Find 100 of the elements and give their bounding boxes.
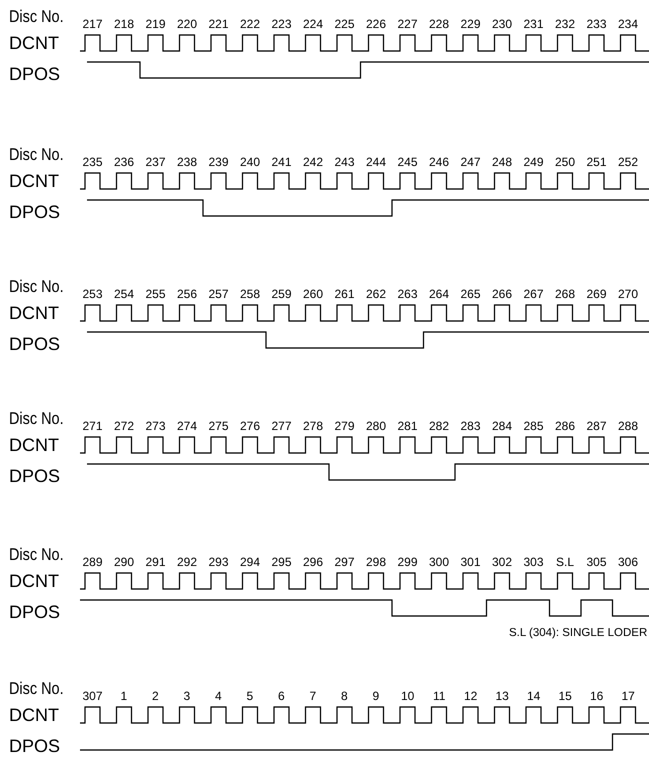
disc-number: 238	[177, 156, 198, 168]
disc-number: 300	[429, 556, 450, 568]
disc-number: 254	[114, 288, 134, 300]
disc-number: 242	[303, 156, 324, 168]
disc-number: 282	[429, 420, 450, 432]
disc-number: 292	[177, 556, 198, 568]
signal-name: DCNT	[9, 34, 59, 52]
disc-number: 256	[177, 288, 198, 300]
disc-number: 225	[334, 18, 355, 30]
disc-number: 3	[184, 690, 190, 702]
disc-number: 229	[460, 18, 481, 30]
disc-number: 303	[524, 556, 544, 568]
disc-number: 226	[366, 18, 386, 30]
row-label: Disc No.	[9, 146, 64, 163]
disc-number: 267	[524, 288, 544, 300]
disc-number: 218	[114, 18, 134, 30]
disc-number: 252	[618, 156, 638, 168]
disc-number: 257	[208, 288, 229, 300]
disc-number: 9	[372, 690, 380, 702]
disc-number: 8	[341, 690, 348, 702]
disc-number: 4	[215, 690, 222, 702]
row-label: Disc No.	[9, 278, 64, 295]
disc-number: 287	[586, 420, 607, 432]
disc-number: 237	[146, 156, 166, 168]
footnote: S.L (304): SINGLE LODER	[509, 628, 648, 640]
disc-number: 220	[177, 18, 198, 30]
disc-number: 244	[366, 156, 386, 168]
disc-number: 258	[240, 288, 260, 300]
disc-number: 15	[558, 690, 572, 702]
disc-number: 7	[310, 690, 316, 702]
signal-name: DPOS	[9, 467, 60, 485]
disc-number: 259	[272, 288, 292, 300]
disc-number: 268	[555, 288, 576, 300]
disc-number: 231	[524, 18, 544, 30]
disc-number: 273	[146, 420, 166, 432]
disc-number: 290	[114, 556, 134, 568]
disc-number: 255	[146, 288, 166, 300]
disc-number: 296	[303, 556, 324, 568]
disc-number: 235	[82, 156, 103, 168]
disc-number: 223	[272, 18, 292, 30]
disc-number: 240	[240, 156, 260, 168]
disc-number: 264	[429, 288, 450, 300]
disc-number: 222	[240, 18, 260, 30]
disc-number: 239	[208, 156, 229, 168]
disc-number: 221	[208, 18, 229, 30]
disc-number: 16	[590, 690, 604, 702]
disc-number: 243	[334, 156, 355, 168]
disc-number: 291	[146, 556, 166, 568]
disc-number: 12	[464, 690, 478, 702]
disc-number: 236	[114, 156, 134, 168]
signal-name: DCNT	[9, 706, 59, 724]
disc-number: 263	[398, 288, 418, 300]
disc-number: 305	[586, 556, 607, 568]
disc-number: 247	[460, 156, 481, 168]
disc-number: 266	[492, 288, 512, 300]
disc-number: 270	[618, 288, 638, 300]
disc-number: 241	[272, 156, 292, 168]
signal-name: DPOS	[9, 203, 60, 221]
disc-number: 298	[366, 556, 386, 568]
disc-number: 248	[492, 156, 512, 168]
disc-number: 246	[429, 156, 450, 168]
signal-name: DPOS	[9, 737, 60, 755]
disc-number: 227	[398, 18, 418, 30]
disc-number: 280	[366, 420, 386, 432]
signal-name: DCNT	[9, 304, 59, 322]
disc-number: 274	[177, 420, 198, 432]
disc-number: 10	[401, 690, 414, 702]
disc-number: 251	[586, 156, 607, 168]
disc-number: 307	[82, 690, 103, 702]
disc-number: 219	[146, 18, 166, 30]
disc-number: 278	[303, 420, 324, 432]
disc-number: 2	[152, 690, 159, 702]
disc-number: 17	[622, 690, 635, 702]
disc-number: 294	[240, 556, 260, 568]
disc-number: 224	[303, 18, 324, 30]
disc-number: S.L	[556, 556, 574, 568]
disc-number: 261	[334, 288, 355, 300]
signal-name: DCNT	[9, 572, 59, 590]
disc-number: 228	[429, 18, 450, 30]
disc-number: 262	[366, 288, 386, 300]
disc-number: 217	[82, 18, 103, 30]
disc-number: 234	[618, 18, 638, 30]
disc-number: 233	[586, 18, 607, 30]
disc-number: 260	[303, 288, 324, 300]
disc-number: 245	[398, 156, 418, 168]
disc-number: 272	[114, 420, 134, 432]
disc-number: 279	[334, 420, 355, 432]
row-label: Disc No.	[9, 410, 64, 427]
disc-number: 293	[208, 556, 229, 568]
disc-number: 295	[272, 556, 292, 568]
signal-name: DCNT	[9, 436, 59, 454]
signal-name: DCNT	[9, 172, 59, 190]
disc-number: 1	[120, 690, 128, 702]
disc-number: 13	[496, 690, 509, 702]
disc-number: 283	[460, 420, 481, 432]
disc-number: 275	[208, 420, 229, 432]
disc-number: 281	[398, 420, 418, 432]
disc-number: 289	[82, 556, 103, 568]
signal-name: DPOS	[9, 65, 60, 83]
disc-number: 253	[82, 288, 103, 300]
